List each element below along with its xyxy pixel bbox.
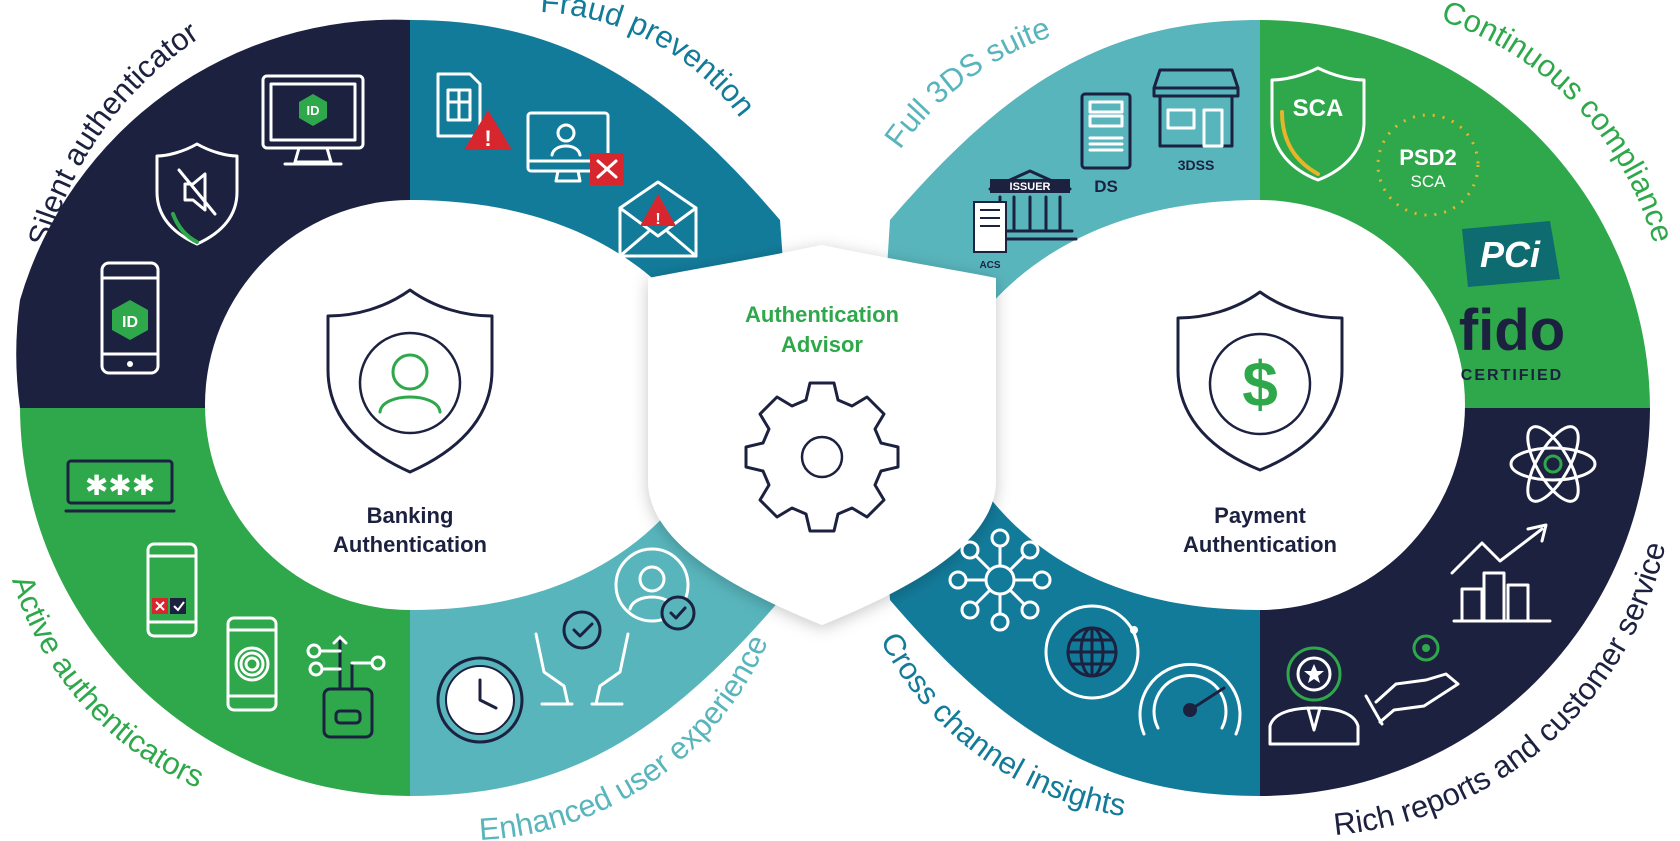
advisor-shield — [648, 245, 996, 625]
growth-chart-icon — [1450, 523, 1552, 623]
shield-dollar-icon: $ — [1176, 290, 1344, 472]
sca-text: SCA — [1293, 95, 1344, 122]
phone-id-text: ID — [122, 314, 138, 331]
issuer-label: ISSUER — [1010, 181, 1051, 193]
ds-label: DS — [1094, 177, 1118, 196]
shield-user-icon — [326, 288, 494, 474]
svg-text:!: ! — [484, 126, 491, 151]
acs-label: ACS — [979, 260, 1000, 271]
svg-text:$: $ — [1242, 348, 1278, 420]
user-check-icon — [614, 547, 696, 631]
atom-icon — [1509, 425, 1597, 503]
authentication-advisor — [648, 245, 996, 625]
globe-icon — [1044, 604, 1140, 700]
banking-title-line1: Banking — [367, 503, 454, 528]
svg-text:!: ! — [655, 211, 660, 228]
psd2-badge-icon: PSD2 SCA — [1376, 113, 1480, 217]
sca-shield-icon: SCA — [1270, 66, 1366, 182]
segment-silent-fill — [16, 300, 20, 408]
sim-alert-icon: ! — [436, 72, 512, 151]
banking-title-line2: Authentication — [333, 532, 487, 557]
acs-server-icon: ACS — [973, 201, 1007, 271]
hands-check-icon — [534, 610, 630, 706]
payment-hub: $ Payment Authentication — [970, 200, 1465, 610]
fingerprint-phone-icon — [226, 616, 278, 712]
password-stars: ✱✱✱ — [85, 469, 155, 502]
password-icon: ✱✱✱ — [64, 459, 176, 513]
banking-hub-shape — [205, 200, 700, 610]
phone-id-icon: ID — [100, 261, 160, 375]
gear-icon — [744, 381, 900, 533]
advisor-title-line1: Authentication — [745, 302, 899, 327]
speedometer-icon — [1138, 662, 1242, 736]
shield-mute-icon — [155, 142, 239, 246]
banking-hub: Banking Authentication — [205, 200, 700, 610]
advisor-title-line2: Advisor — [781, 332, 863, 357]
user-star-icon — [1268, 646, 1360, 746]
payment-title-line1: Payment — [1214, 503, 1306, 528]
ds-server-icon: DS — [1080, 92, 1132, 196]
pci-logo: PCi — [1462, 221, 1560, 287]
clock-icon — [436, 656, 524, 744]
envelope-alert-icon: ! — [618, 180, 698, 258]
psd2-sca-text: SCA — [1411, 172, 1447, 191]
monitor-id-text: ID — [307, 103, 320, 118]
monitor-hacker-icon — [526, 111, 624, 185]
hand-gear-icon — [1364, 634, 1460, 726]
fido-logo: fido CERTIFIED — [1459, 298, 1565, 384]
threedss-label: 3DSS — [1178, 157, 1215, 173]
payment-hub-shape — [970, 200, 1465, 610]
usb-key-icon — [306, 635, 386, 739]
network-icon — [948, 528, 1052, 632]
monitor-id-icon: ID — [261, 74, 365, 166]
storefront-icon: 3DSS — [1152, 68, 1240, 173]
psd2-text: PSD2 — [1399, 145, 1456, 170]
pci-text: PCi — [1480, 234, 1541, 275]
phone-approve-icon — [146, 542, 198, 638]
fido-certified-text: CERTIFIED — [1461, 367, 1563, 384]
fido-text: fido — [1459, 298, 1565, 363]
payment-title-line2: Authentication — [1183, 532, 1337, 557]
